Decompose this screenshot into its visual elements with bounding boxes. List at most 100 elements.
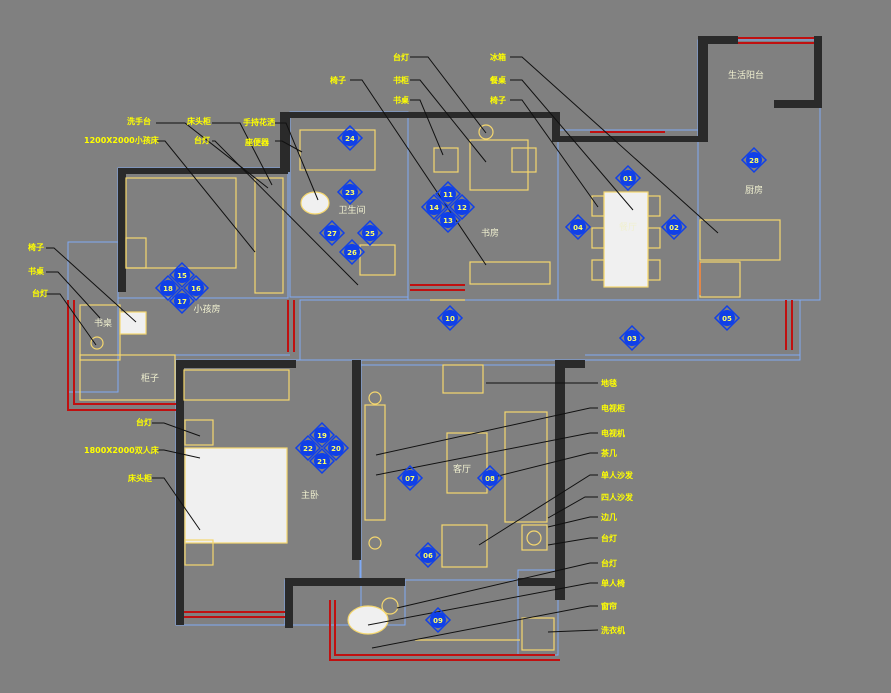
marker-number: 17: [177, 298, 187, 306]
marker-circle: [300, 440, 316, 456]
marker-arrow: [356, 219, 384, 247]
marker-circle: [362, 225, 378, 241]
callout-label: 床头柜: [128, 473, 152, 483]
marker-number: 16: [191, 285, 201, 293]
kids-lamp: [90, 336, 104, 350]
callout-label: 四人沙发: [601, 492, 634, 502]
marker-number: 04: [573, 224, 583, 232]
marker-number: 20: [331, 445, 341, 453]
room-label-dining: 餐厅: [619, 221, 637, 233]
lounge-chair: [347, 605, 389, 635]
marker-circle: [324, 225, 340, 241]
room-label-living: 客厅: [453, 463, 471, 475]
kids-desk: [79, 304, 121, 361]
marker-05: 05: [713, 304, 741, 332]
floor-lamp: [526, 530, 542, 546]
washing-machine: [521, 617, 555, 651]
marker-number: 10: [445, 315, 455, 323]
marker-28: 28: [740, 146, 768, 174]
callout-label: 手持花洒: [243, 117, 275, 127]
marker-arrow: [618, 324, 646, 352]
study-desk: [469, 139, 529, 191]
callout-label: 台灯: [601, 558, 617, 568]
marker-arrow: [168, 261, 196, 289]
marker-circle: [666, 219, 682, 235]
marker-18: 18: [154, 274, 182, 302]
marker-number: 28: [749, 157, 759, 165]
room-label-master: 主卧: [301, 489, 319, 501]
marker-circle: [624, 330, 640, 346]
room-label-kids: 小孩房: [193, 303, 220, 315]
marker-number: 07: [405, 475, 415, 483]
callout-label: 床头柜: [187, 116, 211, 126]
marker-26: 26: [338, 238, 366, 266]
callout-label: 单人沙发: [601, 470, 634, 480]
leader-lines: [46, 56, 719, 649]
marker-circle: [328, 440, 344, 456]
marker-number: 26: [347, 249, 357, 257]
callout-label: 洗衣机: [601, 625, 625, 635]
marker-circle: [344, 244, 360, 260]
marker-number: 15: [177, 272, 187, 280]
marker-circle: [314, 427, 330, 443]
marker-arrow: [336, 178, 364, 206]
callout-label: 茶几: [600, 448, 617, 458]
marker-arrow: [740, 146, 768, 174]
marker-circle: [430, 612, 446, 628]
callout-label: 单人椅: [601, 578, 625, 588]
marker-03: 03: [618, 324, 646, 352]
study-chair-2: [511, 147, 537, 173]
marker-number: 05: [722, 315, 732, 323]
marker-circle: [719, 310, 735, 326]
room-label-kitchen: 厨房: [745, 184, 763, 196]
marker-circle: [570, 219, 586, 235]
marker-27: 27: [318, 219, 346, 247]
kids-wardrobe: [254, 177, 284, 294]
marker-25: 25: [356, 219, 384, 247]
room-label-desk: 书桌: [94, 317, 112, 329]
marker-20: 20: [322, 434, 350, 462]
marker-circle: [746, 152, 762, 168]
callout-label: 座便器: [244, 137, 270, 147]
marker-arrow: [322, 434, 350, 462]
callout-label: 书柜: [393, 75, 409, 85]
marker-number: 09: [433, 617, 443, 625]
marker-13: 13: [434, 206, 462, 234]
marker-10: 10: [436, 304, 464, 332]
marker-arrow: [476, 464, 504, 492]
marker-arrow: [564, 213, 592, 241]
marker-number: 14: [429, 204, 439, 212]
marker-circle: [442, 310, 458, 326]
walls: [118, 36, 822, 628]
marker-arrow: [168, 287, 196, 315]
room-label-bath: 卫生间: [338, 204, 365, 216]
marker-arrow: [318, 219, 346, 247]
tv-cabinet: [364, 404, 386, 521]
marker-arrow: [713, 304, 741, 332]
marker-circle: [426, 199, 442, 215]
marker-number: 12: [457, 204, 467, 212]
marker-number: 01: [623, 175, 633, 183]
marker-number: 06: [423, 552, 433, 560]
marker-circle: [482, 470, 498, 486]
marker-arrow: [414, 541, 442, 569]
marker-07: 07: [396, 464, 424, 492]
nightstand-2: [184, 539, 214, 566]
marker-arrow: [434, 180, 462, 208]
marker-17: 17: [168, 287, 196, 315]
marker-arrow: [338, 238, 366, 266]
bath-vanity: [299, 129, 376, 171]
marker-number: 24: [345, 135, 355, 143]
marker-number: 27: [327, 230, 337, 238]
marker-15: 15: [168, 261, 196, 289]
marker-21: 21: [308, 447, 336, 475]
cabinet: [79, 354, 176, 401]
marker-number: 11: [443, 191, 453, 199]
nightstand-1: [184, 419, 214, 446]
callout-label: 台灯: [32, 288, 48, 298]
callout-label: 书桌: [28, 266, 45, 276]
callout-label: 窗帘: [601, 601, 617, 611]
